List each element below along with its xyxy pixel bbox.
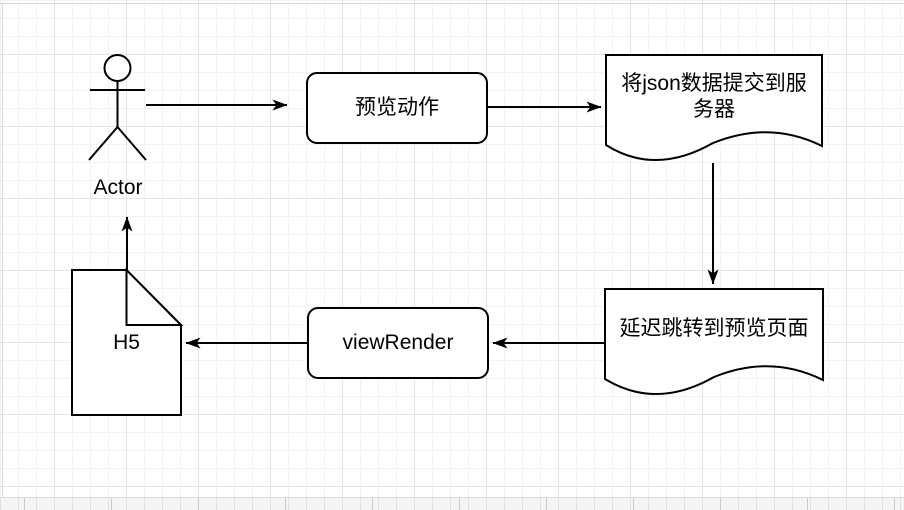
delay-redirect-node[interactable] [604, 288, 824, 395]
submit-json-label-line1: 将json数据提交到服 [621, 72, 807, 95]
actor-leg-right [116, 126, 147, 161]
actor-leg-left [88, 126, 119, 161]
page-bottom-offpage-strip [0, 497, 904, 510]
h5-label[interactable]: H5 [113, 330, 140, 354]
actor-node[interactable] [88, 54, 147, 161]
actor-head [103, 54, 132, 82]
submit-json-label-line2: 务器 [693, 98, 735, 121]
page-left-border [2, 3, 3, 497]
delay-redirect-label[interactable]: 延迟跳转到预览页面 [619, 317, 809, 340]
page-top-border [0, 3, 904, 4]
h5-note-fold [125, 267, 184, 326]
submit-json-label[interactable]: 将json数据提交到服 务器 [606, 53, 822, 141]
preview-action-label[interactable]: 预览动作 [355, 96, 439, 119]
submit-json-node[interactable] [605, 54, 823, 161]
view-render-label[interactable]: viewRender [342, 331, 454, 354]
h5-node[interactable] [71, 267, 184, 416]
actor-label[interactable]: Actor [93, 176, 143, 199]
